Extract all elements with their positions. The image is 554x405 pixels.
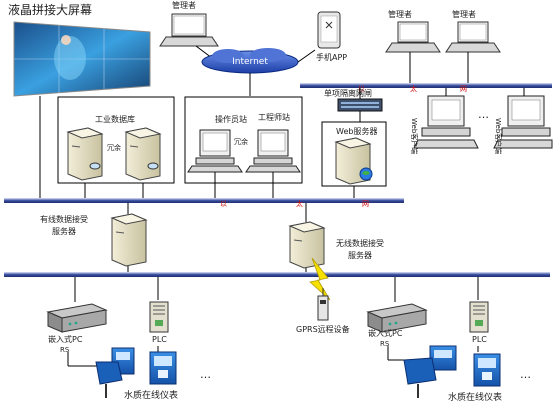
- admin-label-3: 管理者: [452, 9, 476, 19]
- ethernet-char: 太: [410, 84, 417, 93]
- wireless-lightning-icon: [309, 257, 331, 301]
- server-icon: [124, 127, 162, 181]
- water-quality-label-1: 水质在线仪表: [124, 389, 178, 401]
- ethernet-char: 以: [220, 200, 227, 208]
- gprs-device-icon: [317, 288, 329, 321]
- ellipsis-text: …: [520, 368, 531, 381]
- internet-bus: 以 太 网: [300, 83, 552, 93]
- ethernet-char: 网: [362, 200, 369, 208]
- firewall-label: 单项隔离网闸: [324, 88, 372, 98]
- embedded-pc-icon: [46, 303, 108, 333]
- ethernet-char: 以: [358, 85, 365, 93]
- embedded-pc-label: 嵌入式PC: [48, 334, 83, 344]
- ellipsis-text: …: [478, 108, 489, 121]
- desktop-icon: [245, 129, 301, 173]
- water-quality-label-2: 水质在线仪表: [448, 391, 502, 403]
- water-meter-icon: [473, 353, 501, 387]
- web-server-label: Web服务器: [336, 126, 377, 136]
- water-analyzer-icon: [95, 347, 135, 398]
- embedded-pc-sub-label: RS: [380, 340, 390, 348]
- middle-ethernet-bus: 以 太 网: [4, 198, 404, 208]
- plc-label-2: PLC: [472, 335, 487, 344]
- desktop-icon: [493, 95, 553, 149]
- web-client-label-1: Web客户端: [410, 118, 419, 154]
- water-meter-icon: [149, 351, 177, 385]
- redundant-label-1: 冗余: [107, 143, 121, 152]
- server-icon: [334, 137, 373, 185]
- mobile-app-label: 手机APP: [316, 52, 347, 62]
- database-group-box: [57, 96, 175, 184]
- wired-server-label-1: 有线数据接受: [40, 214, 88, 224]
- embedded-pc-icon: [366, 303, 428, 333]
- plc-icon: [469, 301, 489, 333]
- wired-server-label-2: 服务器: [52, 226, 76, 236]
- desktop-icon: [413, 95, 479, 149]
- engineer-station-label: 工程师站: [258, 112, 290, 122]
- embedded-pc-sub-label: RS: [60, 346, 70, 354]
- video-wall-icon: [13, 21, 151, 97]
- admin-label-1: 管理者: [172, 0, 196, 10]
- ethernet-char: 太: [296, 199, 303, 208]
- desktop-icon: [187, 129, 243, 173]
- redundant-label-2: 冗余: [234, 137, 248, 146]
- laptop-icon: [159, 13, 219, 47]
- ellipsis-text: …: [200, 368, 211, 381]
- laptop-icon: [445, 21, 501, 53]
- water-analyzer-icon: [403, 345, 457, 398]
- wireless-server-label-2: 服务器: [348, 250, 372, 260]
- video-wall-label: 液晶拼接大屏幕: [8, 2, 92, 17]
- field-ethernet-bus: [4, 272, 550, 277]
- internet-cloud-icon: Internet: [201, 48, 299, 74]
- internet-label: Internet: [232, 57, 268, 67]
- wireless-server-label-1: 无线数据接受: [336, 238, 384, 248]
- embedded-pc-label: 嵌入式PC: [368, 328, 403, 338]
- ethernet-char: 网: [460, 85, 467, 93]
- industrial-db-label: 工业数据库: [95, 114, 135, 124]
- admin-label-2: 管理者: [388, 9, 412, 19]
- plc-icon: [149, 301, 169, 333]
- mobile-phone-icon: [317, 11, 341, 49]
- firewall-icon: [337, 98, 383, 112]
- web-client-label-2: Web客户端: [494, 118, 503, 154]
- gprs-label: GPRS远程设备: [296, 324, 350, 334]
- server-icon: [288, 221, 326, 269]
- server-icon: [66, 127, 104, 181]
- operator-station-label: 操作员站: [215, 114, 247, 124]
- laptop-icon: [385, 21, 441, 53]
- workstation-group-box: [184, 96, 303, 184]
- server-icon: [110, 213, 148, 267]
- plc-label-1: PLC: [152, 335, 167, 344]
